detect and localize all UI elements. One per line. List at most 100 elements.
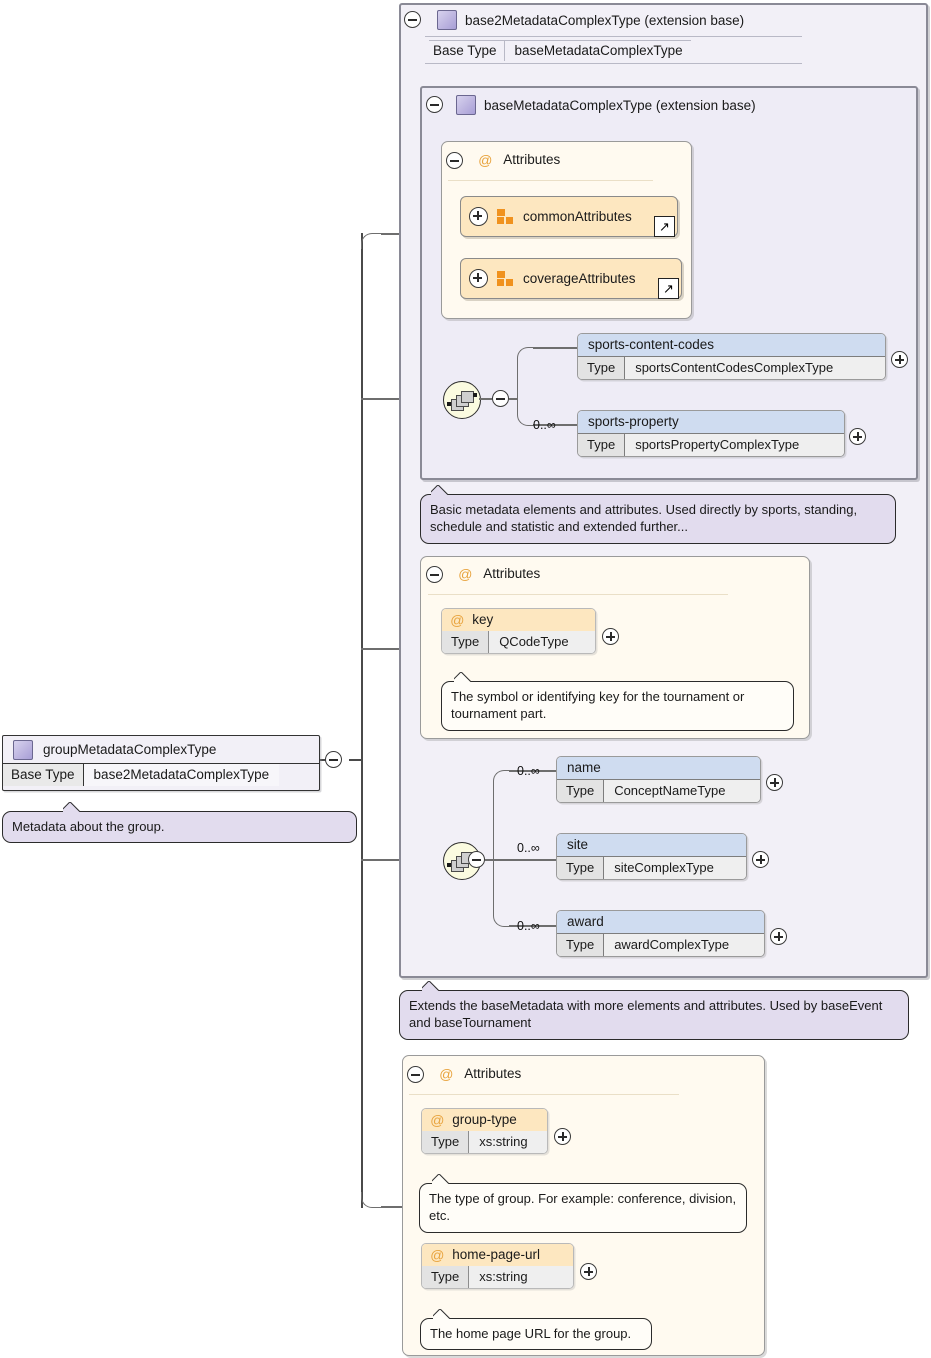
attribute-group-type[interactable]: @ group-type Type xs:string	[421, 1108, 548, 1154]
base-annotation-text: Basic metadata elements and attributes. …	[430, 502, 858, 535]
connector-base-elem-0	[533, 347, 577, 349]
complextype-icon	[456, 95, 476, 115]
attribute-group-commonAttributes[interactable]: commonAttributes	[460, 196, 678, 237]
connector-base2-elem-2	[509, 925, 556, 927]
attribute-expand-icon-home-page-url[interactable]	[580, 1263, 597, 1280]
attribute-expand-icon-key[interactable]	[602, 628, 619, 645]
element-expand-icon-award[interactable]	[770, 928, 787, 945]
base2-attributes-header-label: Attributes	[483, 566, 541, 581]
callout-tip	[454, 672, 472, 682]
occurrence-sports-property: 0..∞	[533, 418, 556, 432]
element-name: site	[557, 834, 746, 857]
complextype-icon	[437, 10, 457, 30]
connector-base-elem-1	[533, 424, 577, 426]
sequence-icon[interactable]	[443, 381, 481, 419]
root-annotation-text: Metadata about the group.	[12, 819, 165, 834]
base2-base-type-label: Base Type	[429, 41, 505, 61]
connector-root-to-trunk	[349, 759, 363, 762]
base-sequence-collapse-icon[interactable]	[492, 390, 509, 407]
attribute-name: group-type	[452, 1112, 517, 1127]
connector-main-trunk	[361, 233, 364, 1208]
element-sports-content-codes[interactable]: sports-content-codes Type sportsContentC…	[577, 333, 886, 380]
element-name: sports-content-codes	[578, 334, 885, 357]
occurrence-name: 0..∞	[517, 764, 540, 778]
attribute-group-icon	[497, 271, 514, 286]
attribute-home-page-url-annotation-text: The home page URL for the group.	[430, 1326, 632, 1341]
base-header: baseMetadataComplexType (extension base)	[456, 95, 756, 115]
connector-base2-seq-up	[493, 770, 511, 860]
connector-seq-to-collapse	[479, 398, 492, 400]
attribute-name: key	[472, 612, 494, 627]
attribute-key-annotation: The symbol or identifying key for the to…	[441, 681, 794, 731]
element-type-value: sportsContentCodesComplexType	[625, 357, 885, 379]
element-type-value: awardComplexType	[604, 934, 764, 956]
connector-base2-seq-stub	[485, 859, 493, 861]
occurrence-site: 0..∞	[517, 841, 540, 855]
attribute-key-annotation-text: The symbol or identifying key for the to…	[451, 689, 745, 722]
root-node-box[interactable]: groupMetadataComplexType Base Type base2…	[2, 735, 320, 791]
element-type-label: Type	[557, 857, 605, 879]
root-annotation: Metadata about the group.	[2, 811, 357, 844]
callout-tip	[433, 1309, 451, 1319]
occurrence-award: 0..∞	[517, 919, 540, 933]
attribute-group-icon	[497, 209, 514, 224]
at-sign-icon: @	[450, 611, 465, 628]
connector-branch-group-attributes	[361, 1192, 383, 1208]
attribute-name-row: @ home-page-url	[422, 1244, 573, 1266]
external-link-icon[interactable]: ↗	[654, 216, 675, 237]
plus-icon[interactable]	[469, 269, 488, 288]
attribute-group-type-annotation-text: The type of group. For example: conferen…	[429, 1191, 737, 1224]
element-award-box[interactable]: award Type awardComplexType	[556, 910, 765, 957]
element-name: name	[557, 757, 760, 780]
attribute-home-page-url-annotation: The home page URL for the group.	[420, 1318, 652, 1351]
base2-basetype-rule	[425, 63, 802, 64]
attribute-home-page-url[interactable]: @ home-page-url Type xs:string	[421, 1243, 574, 1289]
attribute-type-value: xs:string	[469, 1266, 573, 1288]
attribute-name-row: @ key	[442, 609, 595, 631]
at-sign-icon: @	[478, 151, 493, 168]
element-expand-icon-name[interactable]	[766, 774, 783, 791]
root-collapse-icon[interactable]	[325, 751, 342, 768]
element-site-box[interactable]: site Type siteComplexType	[556, 833, 747, 880]
base2-collapse-icon[interactable]	[404, 11, 421, 28]
at-sign-icon: @	[430, 1111, 445, 1128]
base2-attributes-collapse-icon[interactable]	[426, 566, 443, 583]
connector-branch-base2-attributes	[361, 648, 423, 650]
external-link-icon[interactable]: ↗	[658, 278, 679, 299]
base2-base-type-row: Base Type baseMetadataComplexType	[429, 40, 691, 61]
base2-annotation-text: Extends the baseMetadata with more eleme…	[409, 998, 883, 1031]
element-expand-icon-site[interactable]	[752, 851, 769, 868]
base2-annotation: Extends the baseMetadata with more eleme…	[399, 990, 909, 1040]
attribute-key[interactable]: @ key Type QCodeType	[441, 608, 596, 654]
element-expand-icon-sports-content-codes[interactable]	[891, 351, 908, 368]
group-attributes-header-label: Attributes	[464, 1066, 522, 1081]
base-attributes-collapse-icon[interactable]	[446, 152, 463, 169]
plus-icon[interactable]	[469, 207, 488, 226]
callout-tip	[432, 1174, 450, 1184]
connector-base-seq-stub	[509, 398, 517, 400]
base2-base-type-value: baseMetadataComplexType	[514, 43, 683, 58]
element-sports-property[interactable]: sports-property Type sportsPropertyCompl…	[577, 410, 845, 457]
base2-header: base2MetadataComplexType (extension base…	[437, 10, 744, 30]
element-name: sports-property	[578, 411, 844, 434]
base2-attributes-rule	[428, 594, 728, 595]
attribute-expand-icon-group-type[interactable]	[554, 1128, 571, 1145]
base-collapse-icon[interactable]	[426, 96, 443, 113]
base-attributes-header: @ Attributes	[478, 152, 560, 167]
group-attributes-collapse-icon[interactable]	[407, 1066, 424, 1083]
root-type-name: groupMetadataComplexType	[43, 742, 217, 757]
at-sign-icon: @	[439, 1065, 454, 1082]
attribute-type-value: QCodeType	[489, 631, 595, 653]
at-sign-icon: @	[458, 565, 473, 582]
element-expand-icon-sports-property[interactable]	[849, 428, 866, 445]
attribute-group-coverageAttributes[interactable]: coverageAttributes	[460, 258, 682, 299]
connector-branch-group-attributes-h	[381, 1206, 410, 1208]
element-type-label: Type	[578, 434, 626, 456]
base-attributes-header-label: Attributes	[503, 152, 561, 167]
attribute-group-type-annotation: The type of group. For example: conferen…	[419, 1183, 747, 1233]
callout-tip	[422, 981, 440, 991]
element-type-label: Type	[557, 780, 605, 802]
element-name-box[interactable]: name Type ConceptNameType	[556, 756, 761, 803]
base2-sequence-collapse-icon[interactable]	[468, 851, 485, 868]
attribute-name: home-page-url	[452, 1247, 541, 1262]
